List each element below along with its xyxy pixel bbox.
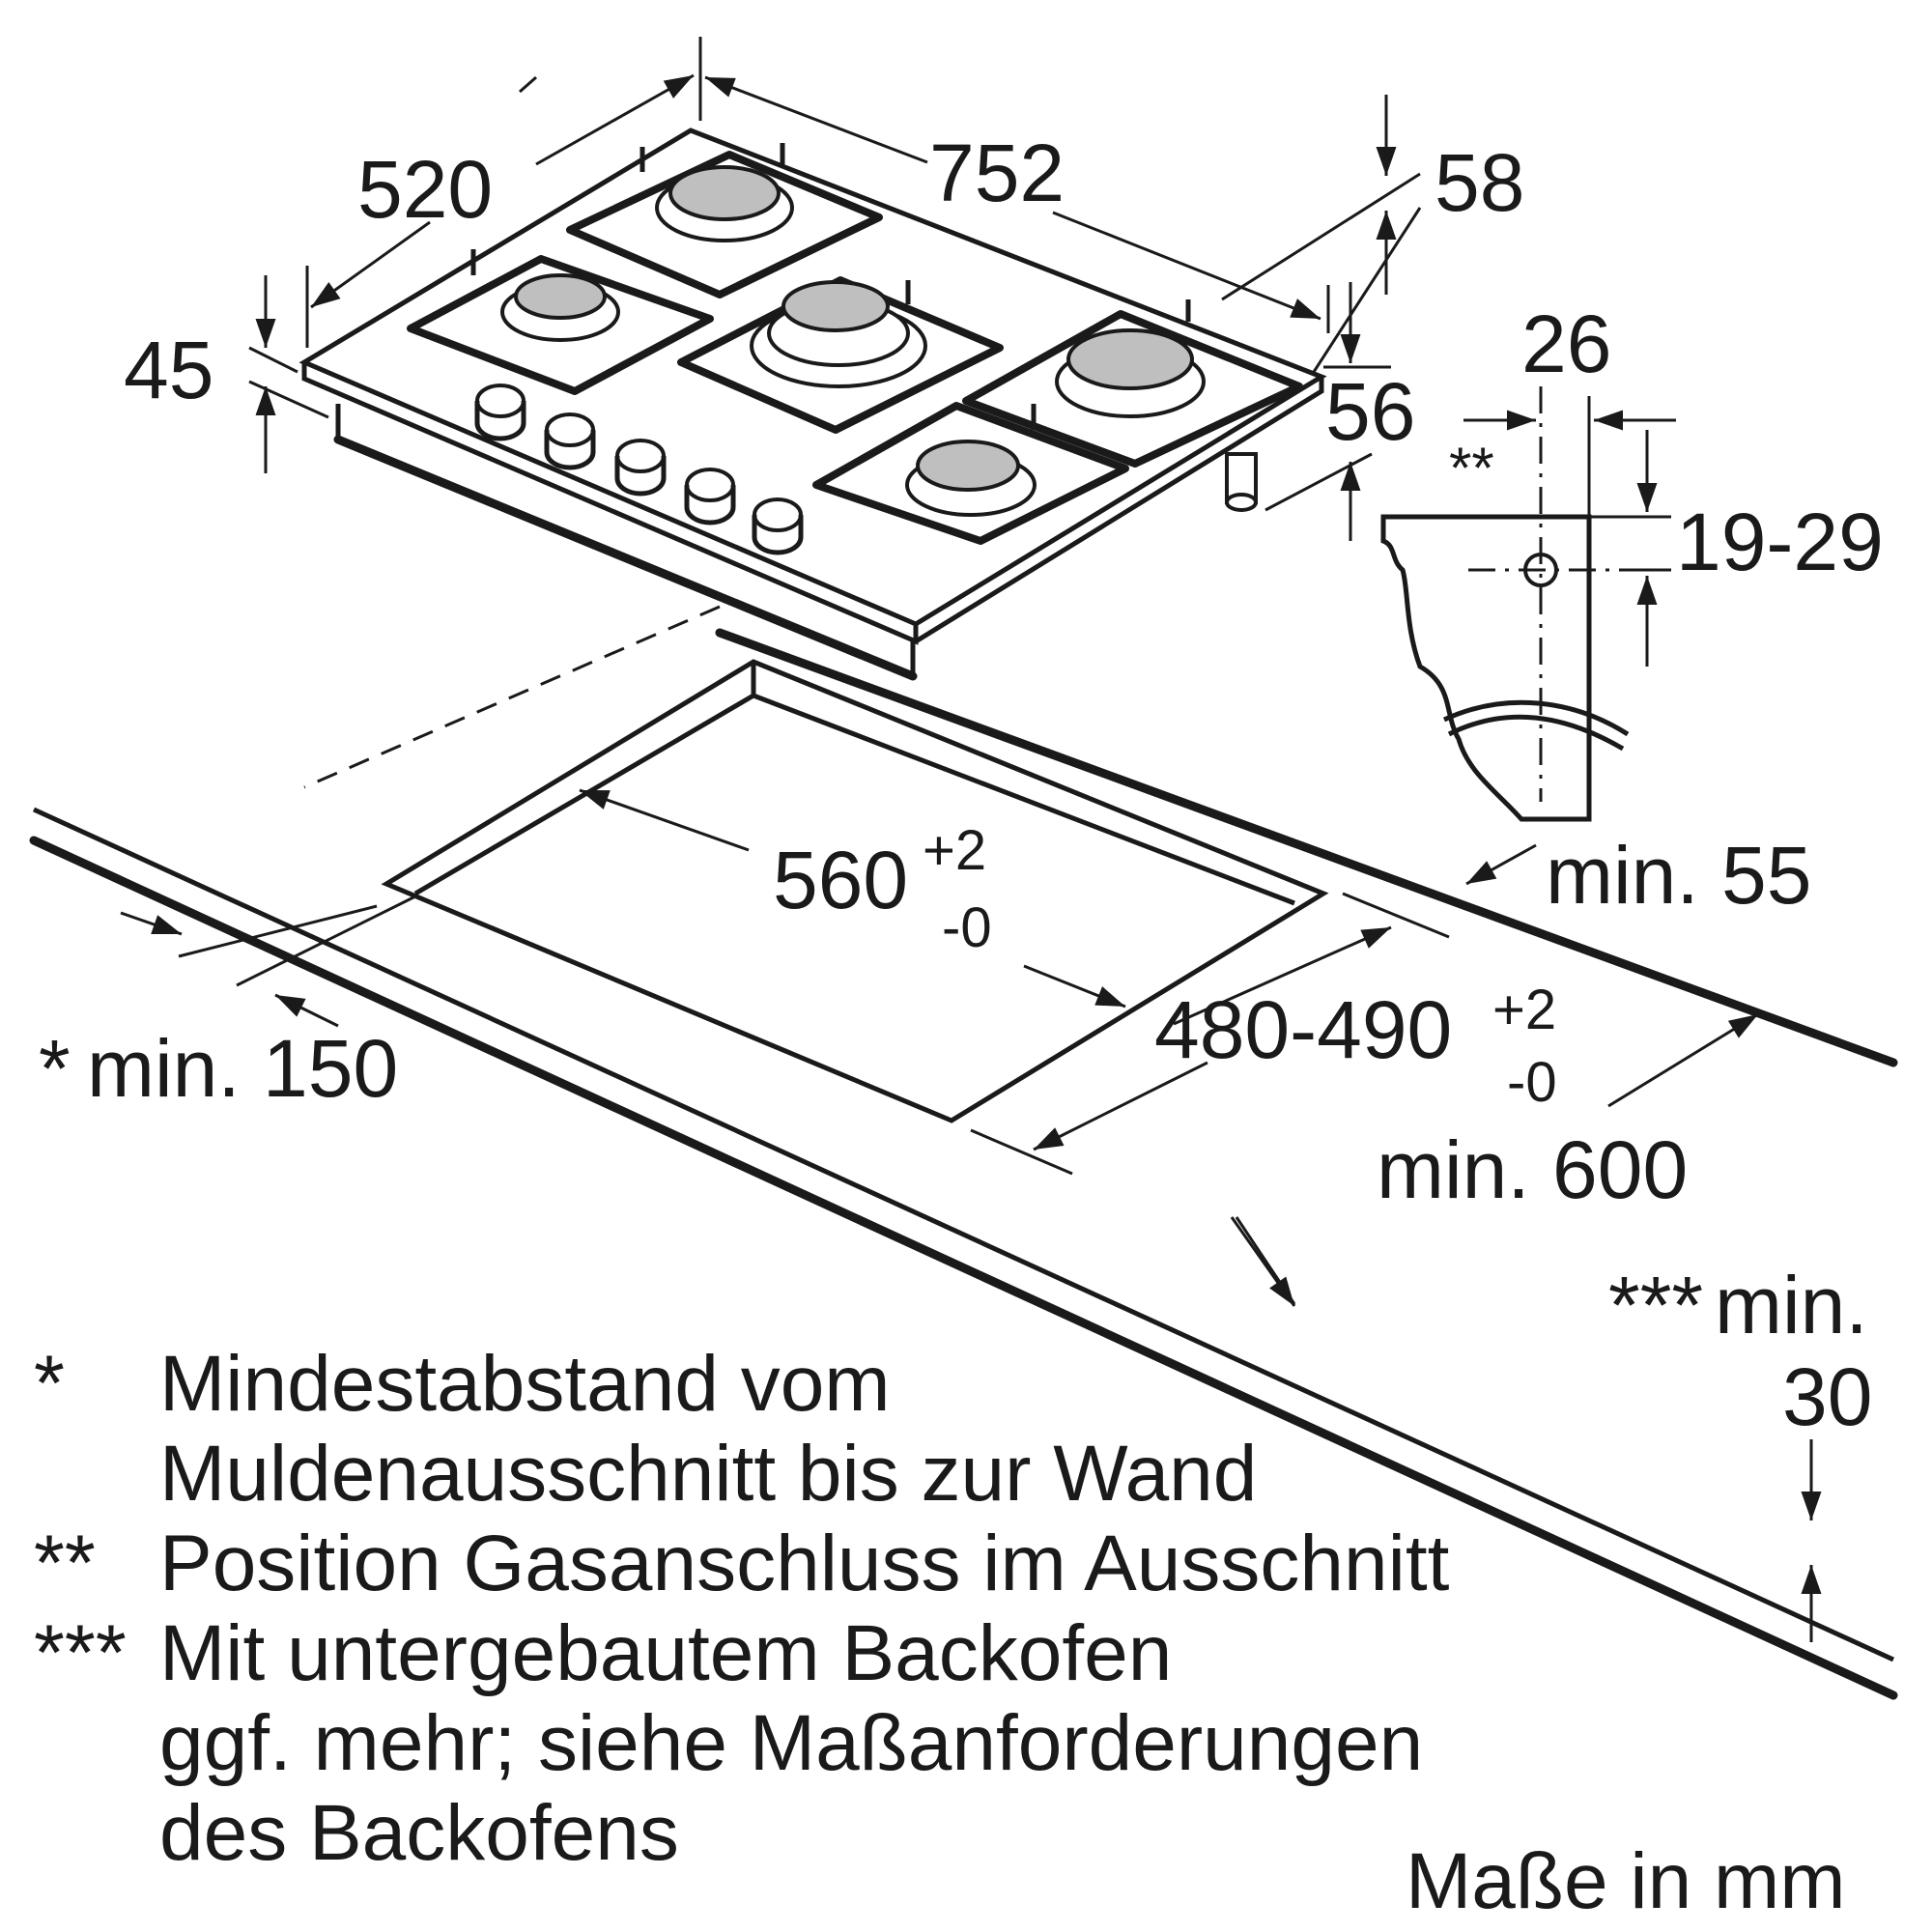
dim-total-height-label: 58 <box>1435 137 1524 228</box>
note-3-line-1: Mit untergebautem Backofen <box>159 1609 1172 1697</box>
dim-cutout-depth-tol-upper: +2 <box>1492 979 1556 1041</box>
gas-position-marker: ** <box>1449 436 1494 500</box>
knob-1[interactable] <box>474 384 526 441</box>
knob-3[interactable] <box>614 439 667 497</box>
dim-depth-label: 520 <box>357 144 493 235</box>
dim-cutout-depth-tol-lower: -0 <box>1507 1051 1557 1114</box>
note-1-line-1: Mindestabstand vom <box>159 1340 891 1428</box>
note-3-line-3: des Backofens <box>159 1789 679 1877</box>
control-knobs <box>474 384 804 555</box>
knob-2[interactable] <box>544 412 596 470</box>
note-3-marker: *** <box>34 1609 127 1697</box>
dim-min-back-label: min. 55 <box>1546 830 1811 921</box>
hob-dimensions: 752 520 45 58 56 <box>124 37 1524 541</box>
hob <box>298 128 1327 681</box>
units-label: Maße in mm <box>1406 1837 1846 1925</box>
burner-rear-left <box>655 165 794 242</box>
burner-centre-wok <box>750 280 927 388</box>
note-3-line-2: ggf. mehr; siehe Maßanforderungen <box>159 1699 1423 1787</box>
dim-cutout-width-label: 560 <box>773 835 908 925</box>
dim-cutout-width-tol-lower: -0 <box>942 896 992 959</box>
hob-front-edge <box>301 362 919 645</box>
knob-4[interactable] <box>684 468 736 526</box>
note-1-line-2: Muldenausschnitt bis zur Wand <box>159 1430 1257 1518</box>
dim-width-label: 752 <box>929 128 1065 218</box>
gas-connector <box>1225 452 1258 512</box>
note-2-marker: ** <box>34 1520 96 1607</box>
burner-front-left <box>500 273 620 342</box>
gas-connection-detail: 26 ** 19-29 <box>1380 298 1884 822</box>
dim-cutout-depth-label: 480-490 <box>1154 984 1452 1075</box>
dim-cutout-width-tol-upper: +2 <box>923 819 986 882</box>
dim-min-worktop-depth-label: min. 600 <box>1377 1124 1688 1215</box>
burner-front-right <box>905 440 1037 517</box>
dim-connection-height-label: 56 <box>1325 366 1415 457</box>
dim-rim-height-label: 45 <box>124 325 213 415</box>
dim-gas-depth-label: 19-29 <box>1676 497 1884 587</box>
burners <box>500 165 1206 517</box>
burner-rear-right <box>1055 328 1206 418</box>
footnotes: * Mindestabstand vom Muldenausschnitt bi… <box>34 1340 1450 1877</box>
note-2-line-1: Position Gasanschluss im Ausschnitt <box>159 1520 1450 1607</box>
dim-min-thickness-label: min. <box>1715 1260 1868 1350</box>
worktop: 560 +2 -0 480-490 +2 -0 min. 55 min. 600… <box>29 605 1898 1700</box>
hob-base-edge <box>333 435 918 681</box>
worktop-cutout <box>381 659 1329 1123</box>
dim-min-thickness-value: 30 <box>1782 1351 1872 1442</box>
dim-min-wall-label: min. 150 <box>87 1023 398 1114</box>
note-1-marker: * <box>34 1340 65 1428</box>
dim-min-thickness-marker: *** <box>1608 1260 1703 1350</box>
hob-right-edge <box>914 377 1324 644</box>
knob-5[interactable] <box>752 497 804 555</box>
dim-min-wall-marker: * <box>39 1023 71 1114</box>
dim-gas-offset-label: 26 <box>1521 298 1611 389</box>
